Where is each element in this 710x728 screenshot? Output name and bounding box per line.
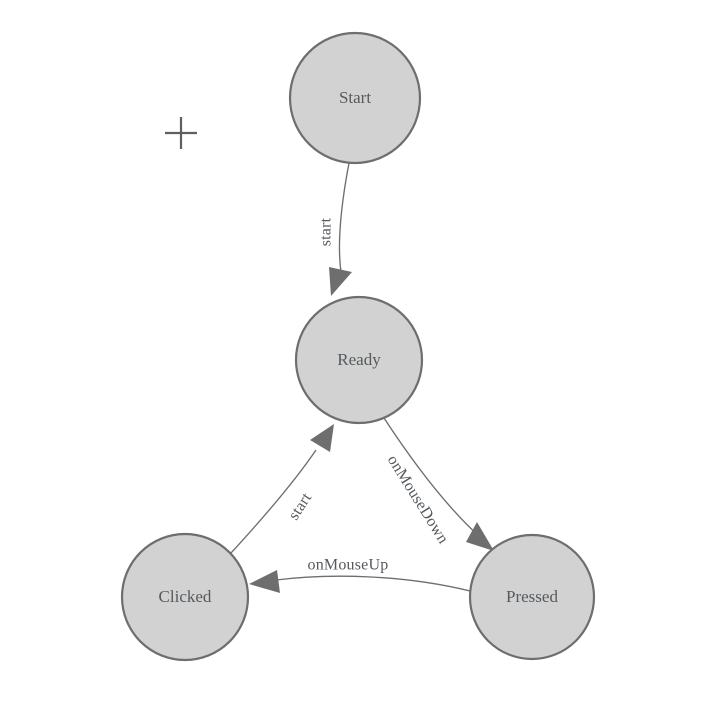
edge-label-clicked-to-ready: start bbox=[285, 490, 315, 523]
edge-start-to-ready-arrowhead bbox=[329, 267, 352, 296]
edge-clicked-to-ready-path[interactable] bbox=[230, 449, 317, 554]
edge-ready-to-pressed-arrowhead bbox=[466, 522, 494, 551]
edge-label-start-to-ready: start bbox=[318, 217, 335, 246]
edge-clicked-to-ready[interactable]: start bbox=[230, 424, 334, 554]
node-start-circle[interactable] bbox=[288, 31, 422, 165]
node-clicked-label: Clicked bbox=[159, 587, 212, 606]
node-pressed-label: Pressed bbox=[506, 587, 558, 606]
node-start[interactable]: Start bbox=[288, 31, 422, 165]
edge-ready-to-pressed-path[interactable] bbox=[383, 417, 483, 540]
node-ready-label: Ready bbox=[337, 350, 381, 369]
node-pressed[interactable]: Pressed bbox=[468, 533, 596, 661]
node-clicked-circle[interactable] bbox=[120, 532, 250, 662]
node-ready[interactable]: Ready bbox=[294, 295, 424, 425]
node-pressed-circle[interactable] bbox=[468, 533, 596, 661]
crosshair-icon bbox=[165, 117, 197, 149]
edge-ready-to-pressed[interactable]: onMouseDown bbox=[383, 417, 494, 551]
node-start-label: Start bbox=[339, 88, 371, 107]
edge-pressed-to-clicked[interactable]: onMouseUp bbox=[249, 557, 471, 593]
edge-clicked-to-ready-arrowhead bbox=[310, 424, 334, 452]
edge-start-to-ready[interactable]: start bbox=[318, 162, 352, 296]
edge-pressed-to-clicked-path[interactable] bbox=[275, 575, 471, 592]
edge-start-to-ready-path[interactable] bbox=[338, 162, 350, 273]
node-ready-circle[interactable] bbox=[294, 295, 424, 425]
edge-pressed-to-clicked-arrowhead bbox=[249, 570, 280, 593]
node-clicked[interactable]: Clicked bbox=[120, 532, 250, 662]
edge-label-pressed-to-clicked: onMouseUp bbox=[308, 557, 389, 574]
